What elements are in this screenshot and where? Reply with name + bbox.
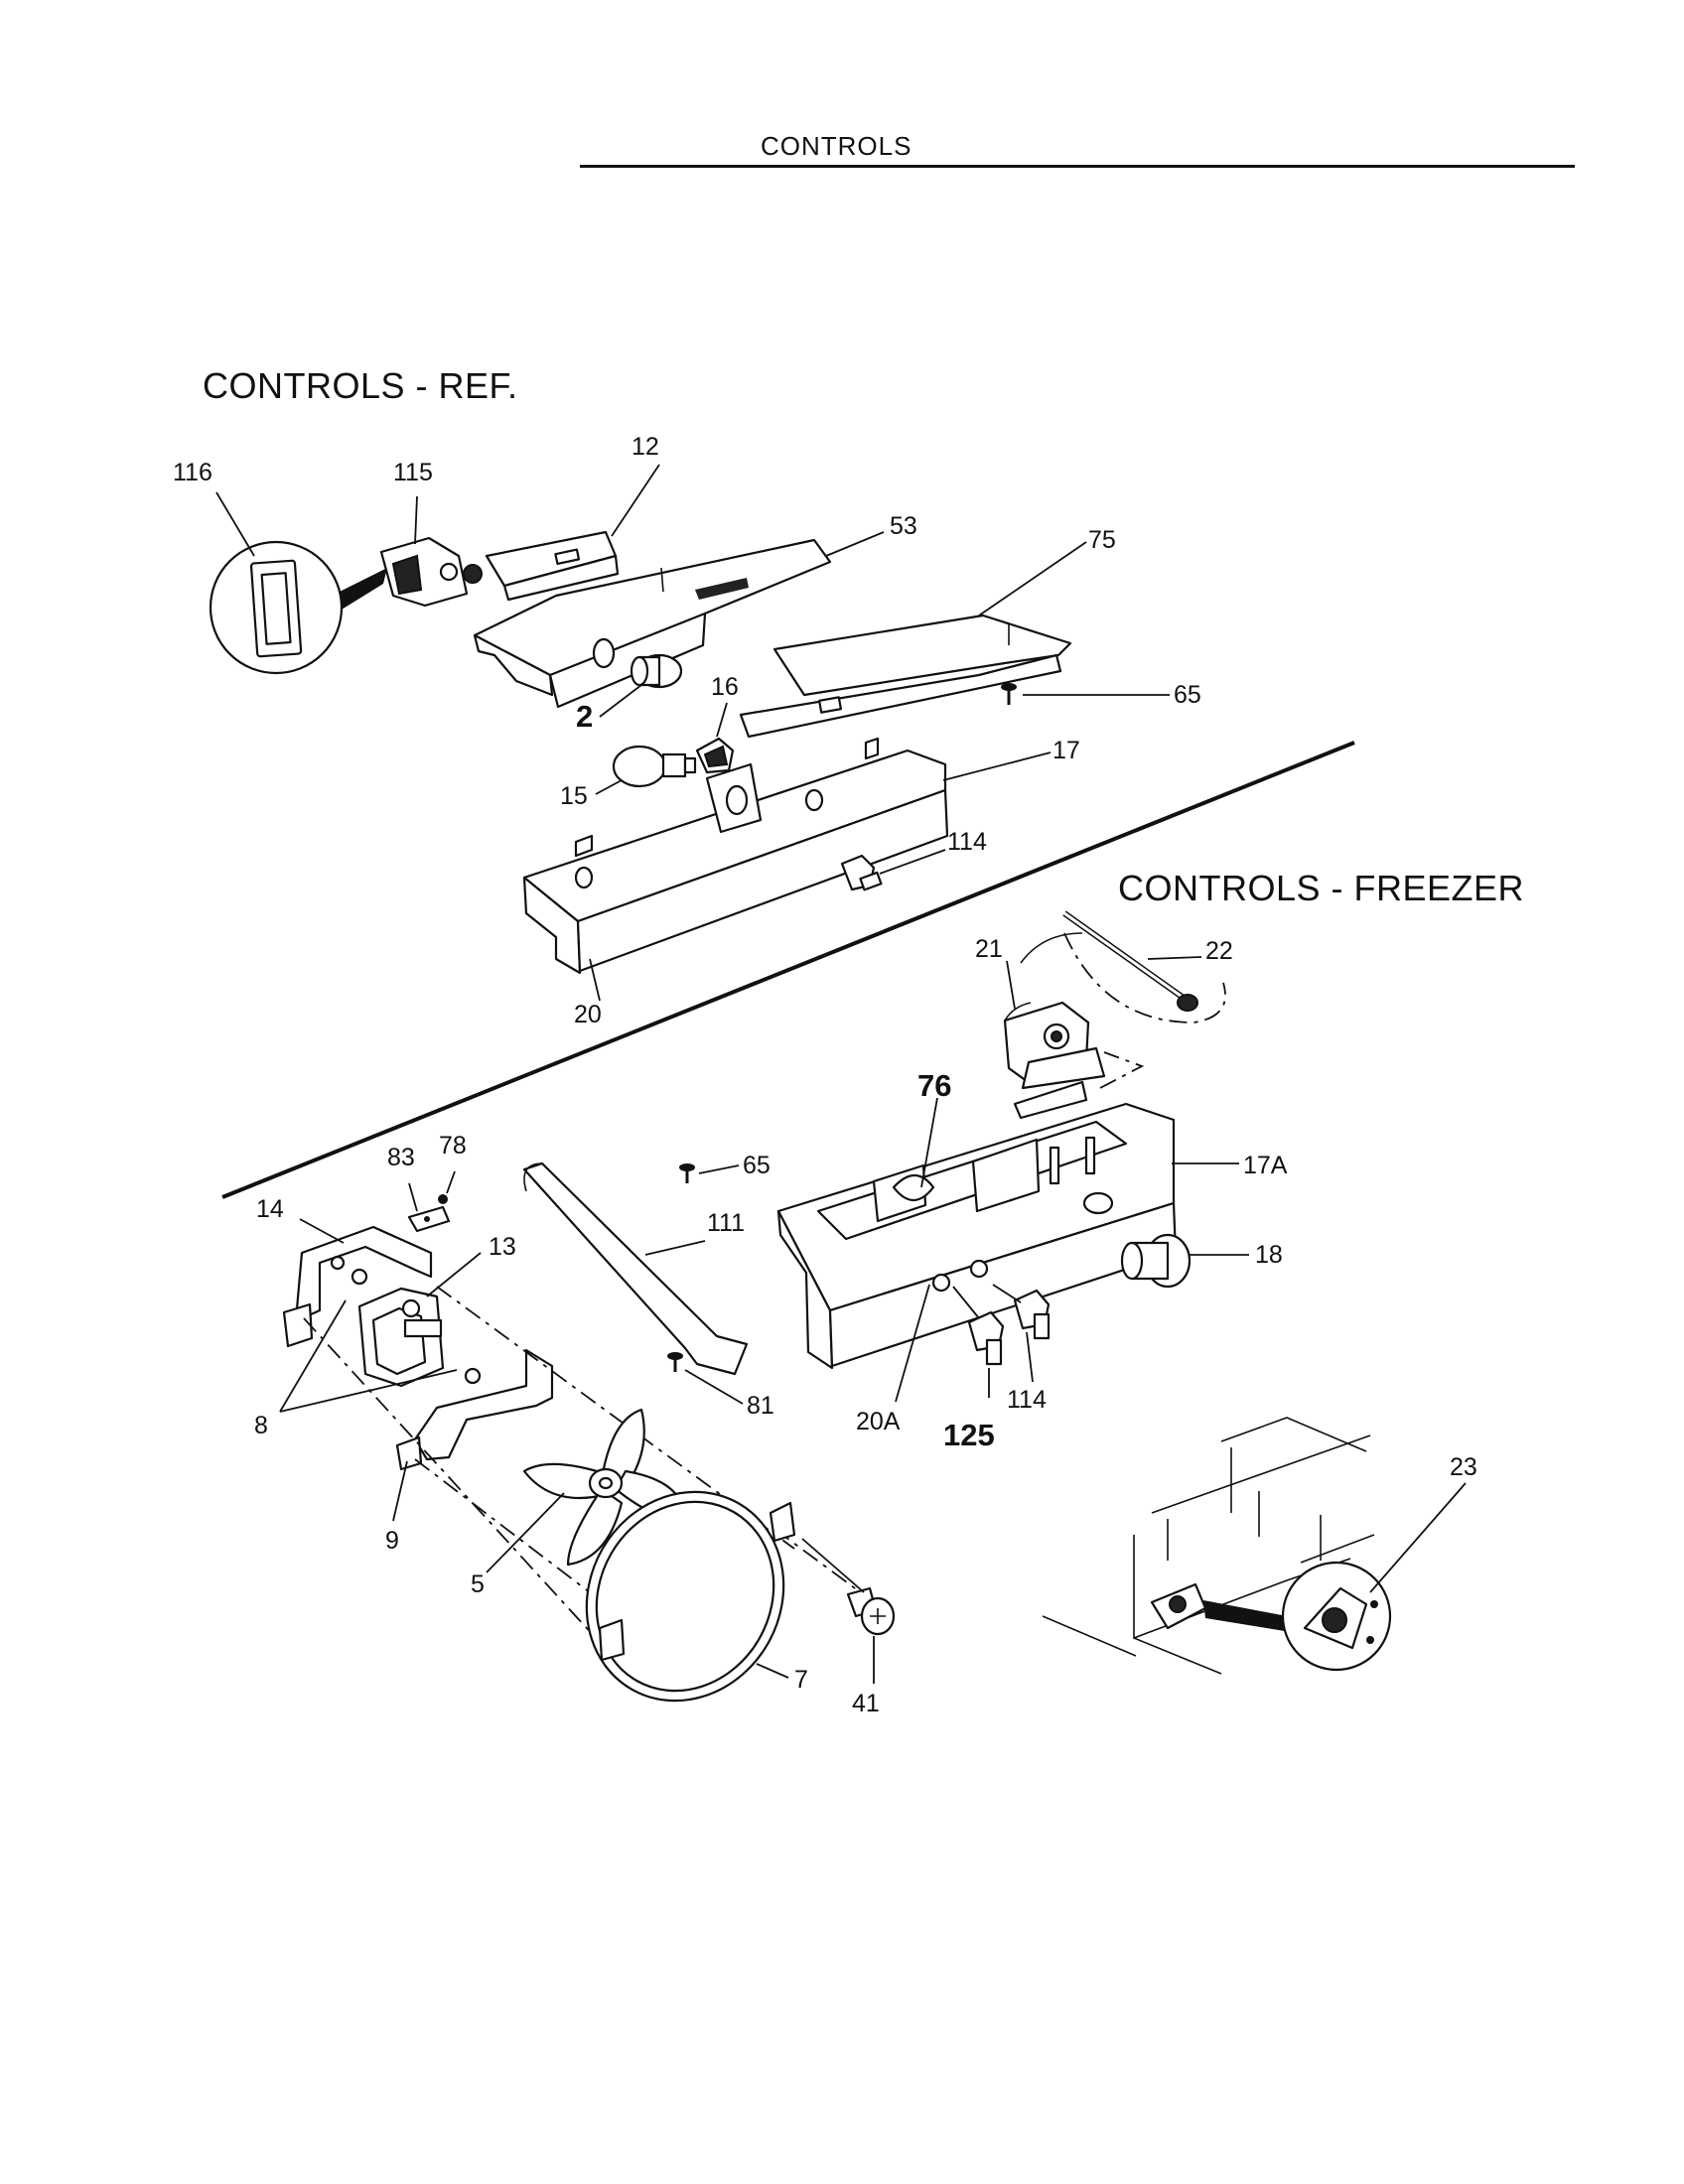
callout-20: 20 — [574, 1001, 602, 1028]
callout-8: 8 — [254, 1412, 268, 1439]
callout-15: 15 — [560, 782, 588, 810]
callout-116: 116 — [173, 459, 212, 486]
callout-53: 53 — [890, 512, 917, 540]
part-41-screw — [846, 1586, 896, 1636]
callout-65-ref: 65 — [1174, 681, 1201, 709]
callout-16: 16 — [711, 673, 739, 701]
callout-21: 21 — [975, 935, 1003, 963]
callout-78: 78 — [439, 1132, 467, 1160]
part-114-thumbscrew-freezer — [1013, 1289, 1051, 1340]
part-83-clip — [407, 1205, 451, 1233]
part-17A-housing — [776, 1046, 1178, 1370]
part-23-cabinet-detail — [1042, 1417, 1392, 1675]
section-title-freezer: CONTROLS - FREEZER — [1118, 868, 1525, 908]
header-rule — [580, 165, 1575, 168]
section-title-ref: CONTROLS - REF. — [203, 365, 518, 406]
part-22-sensor-tube — [1020, 910, 1198, 1012]
callout-81: 81 — [747, 1392, 774, 1420]
part-115-bracket — [379, 536, 483, 608]
callout-115: 115 — [393, 459, 433, 486]
part-14-bracket — [282, 1225, 433, 1348]
callout-2: 2 — [576, 699, 593, 734]
part-114-thumbscrew — [840, 854, 883, 891]
section-divider — [221, 741, 1355, 1199]
part-2-knob — [630, 653, 683, 689]
callout-20A: 20A — [856, 1408, 901, 1435]
callout-75: 75 — [1088, 526, 1116, 554]
callout-17A: 17A — [1243, 1152, 1288, 1179]
callout-76: 76 — [917, 1068, 951, 1103]
part-17-housing — [522, 737, 949, 975]
part-81-screw — [667, 1352, 683, 1372]
callout-22: 22 — [1205, 937, 1233, 965]
callout-9: 9 — [385, 1527, 399, 1555]
callout-65-freezer: 65 — [743, 1152, 771, 1179]
part-116-gasket-detail — [209, 540, 387, 675]
callout-83: 83 — [387, 1144, 415, 1171]
callout-41: 41 — [852, 1690, 880, 1717]
page-header: CONTROLS — [0, 0, 1684, 199]
callout-18: 18 — [1255, 1241, 1283, 1269]
callout-114-ref: 114 — [947, 828, 987, 856]
callout-12: 12 — [632, 433, 659, 461]
part-18-knob — [1120, 1233, 1192, 1289]
part-13-fan-motor — [357, 1287, 445, 1388]
part-12-cover — [485, 530, 620, 602]
part-75-plate — [739, 614, 1072, 739]
part-15-bulb — [612, 745, 697, 788]
callout-125: 125 — [943, 1418, 995, 1452]
callout-14: 14 — [256, 1195, 284, 1223]
part-76-clip — [892, 1173, 935, 1202]
callout-111: 111 — [707, 1209, 745, 1237]
part-8-bracket — [395, 1348, 554, 1471]
part-78-screw — [438, 1194, 448, 1204]
part-53-housing — [473, 538, 832, 709]
part-7-shroud-ring — [585, 1490, 796, 1703]
part-65-screw — [1001, 683, 1017, 705]
callout-5: 5 — [471, 1570, 485, 1598]
part-16-socket — [695, 737, 735, 774]
callout-23: 23 — [1450, 1453, 1477, 1481]
callout-114-freezer: 114 — [1007, 1386, 1047, 1414]
part-111-bracket — [522, 1161, 749, 1376]
part-125-thumbscrew — [967, 1310, 1005, 1366]
callout-7: 7 — [794, 1666, 808, 1694]
callout-17: 17 — [1052, 737, 1080, 764]
page-title: CONTROLS — [761, 131, 912, 161]
callout-13: 13 — [489, 1233, 516, 1261]
part-65-screw-freezer — [679, 1163, 695, 1183]
